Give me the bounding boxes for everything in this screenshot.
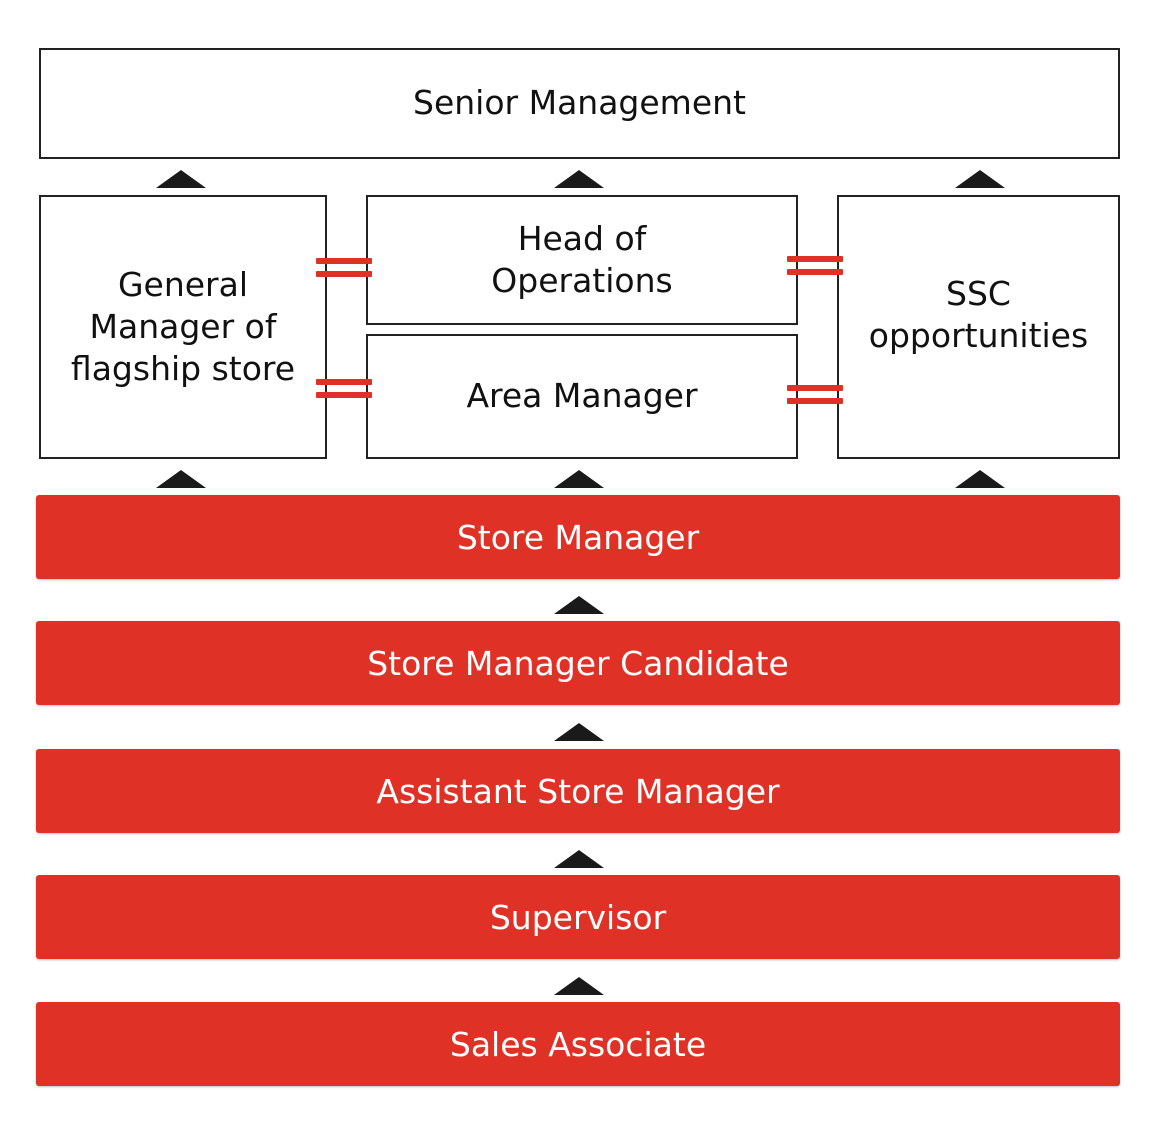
head-of-operations-box: Head of Operations xyxy=(366,195,798,325)
area-manager-label: Area Manager xyxy=(466,376,698,416)
level-store-manager: Store Manager xyxy=(36,495,1120,579)
level-label: Assistant Store Manager xyxy=(376,771,780,811)
general-manager-label-line-3: flagship store xyxy=(70,349,296,389)
head-of-operations-label-line-2: Operations xyxy=(491,261,673,300)
head-of-operations-label-line-1: Head of xyxy=(517,218,647,258)
area-manager-box: Area Manager xyxy=(366,334,798,459)
arrow-up-icon xyxy=(554,170,604,188)
arrow-up-icon xyxy=(955,470,1005,488)
equals-sign-icon xyxy=(316,256,372,280)
level-assistant-store-manager: Assistant Store Manager xyxy=(36,749,1120,833)
arrow-up-icon xyxy=(156,170,206,188)
general-manager-label-line-2: Manager of xyxy=(89,306,277,346)
senior-management-box: Senior Management xyxy=(39,48,1120,159)
arrow-up-icon xyxy=(554,470,604,488)
ssc-opportunities-box: SSC opportunities xyxy=(837,195,1120,459)
level-sales-associate: Sales Associate xyxy=(36,1002,1120,1086)
level-label: Store Manager Candidate xyxy=(367,643,789,683)
level-supervisor: Supervisor xyxy=(36,875,1120,959)
senior-management-label: Senior Management xyxy=(413,83,746,123)
level-store-manager-candidate: Store Manager Candidate xyxy=(36,621,1120,705)
arrow-up-icon xyxy=(554,596,604,614)
level-label: Sales Associate xyxy=(449,1024,707,1064)
level-label: Store Manager xyxy=(456,517,700,557)
equals-sign-icon xyxy=(787,383,843,407)
arrow-up-icon xyxy=(554,977,604,995)
arrow-up-icon xyxy=(554,723,604,741)
general-manager-box: General Manager of flagship store xyxy=(39,195,327,459)
equals-sign-icon xyxy=(316,377,372,401)
general-manager-label-line-1: General xyxy=(117,264,249,304)
arrow-up-icon xyxy=(156,470,206,488)
arrow-up-icon xyxy=(955,170,1005,188)
ssc-opportunities-label-line-2: opportunities xyxy=(868,316,1089,355)
ssc-opportunities-label-line-1: SSC xyxy=(946,273,1011,313)
arrow-up-icon xyxy=(554,850,604,868)
equals-sign-icon xyxy=(787,254,843,278)
level-label: Supervisor xyxy=(489,897,667,937)
